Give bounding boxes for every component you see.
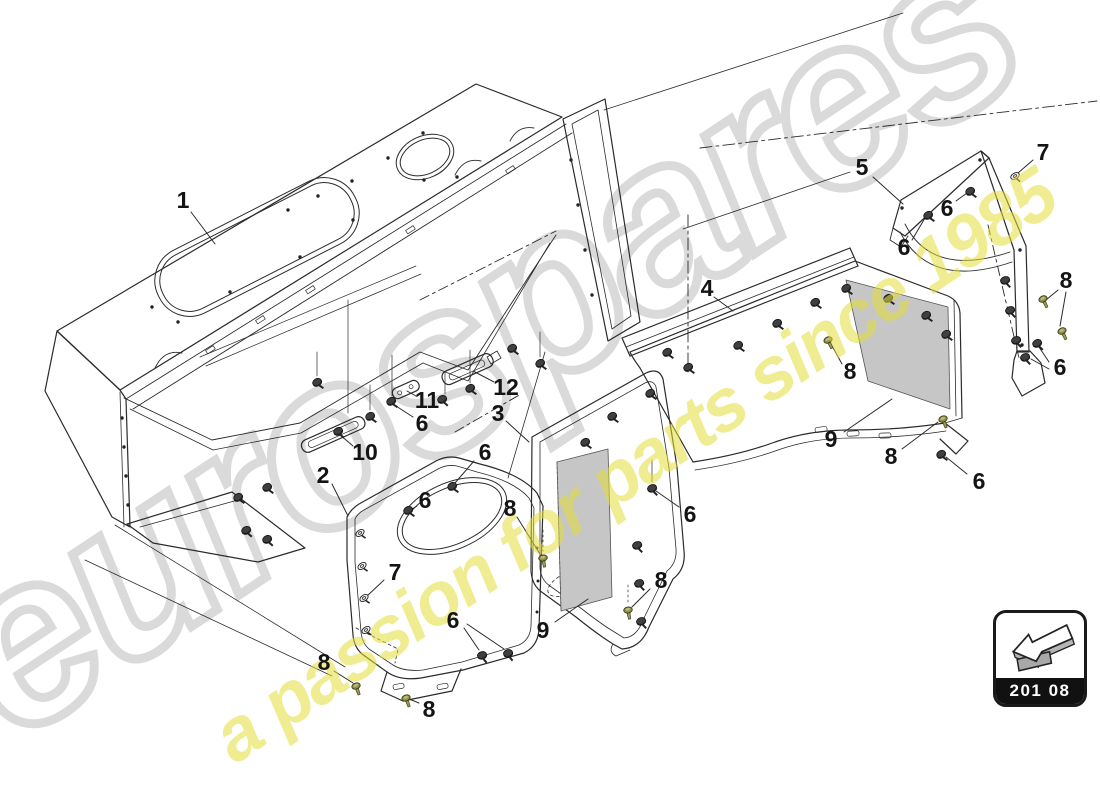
callout-6[interactable]: 6 xyxy=(1054,354,1067,380)
callout-9[interactable]: 9 xyxy=(825,426,838,452)
part-11-clip[interactable] xyxy=(391,379,421,400)
callout-7[interactable]: 7 xyxy=(389,559,402,585)
callout-6[interactable]: 6 xyxy=(447,607,460,633)
callout-7[interactable]: 7 xyxy=(1037,139,1050,165)
callout-8[interactable]: 8 xyxy=(1060,267,1073,293)
callout-5[interactable]: 5 xyxy=(856,154,869,180)
part-10-bracket[interactable] xyxy=(299,415,366,455)
callout-8[interactable]: 8 xyxy=(655,567,668,593)
part-5-bracket[interactable] xyxy=(889,150,1046,397)
callout-2[interactable]: 2 xyxy=(317,462,330,488)
leader-lines xyxy=(190,159,1067,704)
exploded-arrow-icon xyxy=(996,613,1084,678)
alignment-lines xyxy=(84,12,1098,677)
callout-8[interactable]: 8 xyxy=(318,649,331,675)
part-code: 201 08 xyxy=(996,678,1084,704)
callout-4[interactable]: 4 xyxy=(701,275,714,301)
part-9-insert-left[interactable] xyxy=(556,448,613,612)
callout-11[interactable]: 11 xyxy=(415,387,440,413)
callouts: 1 5 7 6 6 8 6 4 8 12 11 3 6 10 6 2 6 8 6… xyxy=(177,139,1073,722)
callout-6[interactable]: 6 xyxy=(898,234,911,260)
part-12-bracket[interactable] xyxy=(440,350,502,386)
callout-6[interactable]: 6 xyxy=(973,468,986,494)
callout-8[interactable]: 8 xyxy=(885,443,898,469)
callout-8[interactable]: 8 xyxy=(504,495,517,521)
callout-6[interactable]: 6 xyxy=(684,501,697,527)
callout-9[interactable]: 9 xyxy=(537,617,550,643)
callout-1[interactable]: 1 xyxy=(177,187,190,213)
callout-8[interactable]: 8 xyxy=(844,358,857,384)
callout-8[interactable]: 8 xyxy=(423,696,436,722)
callout-6[interactable]: 6 xyxy=(941,195,954,221)
part-code-box[interactable]: 201 08 xyxy=(993,610,1087,707)
callout-12[interactable]: 12 xyxy=(493,374,519,400)
callout-6[interactable]: 6 xyxy=(479,439,492,465)
callout-3[interactable]: 3 xyxy=(492,400,505,426)
bolt-hole-dots xyxy=(120,131,1024,614)
callout-6[interactable]: 6 xyxy=(419,487,432,513)
callout-6[interactable]: 6 xyxy=(416,410,429,436)
callout-10[interactable]: 10 xyxy=(352,439,378,465)
part-1-enclosure[interactable] xyxy=(44,83,641,563)
part-4-panel[interactable] xyxy=(621,247,969,471)
